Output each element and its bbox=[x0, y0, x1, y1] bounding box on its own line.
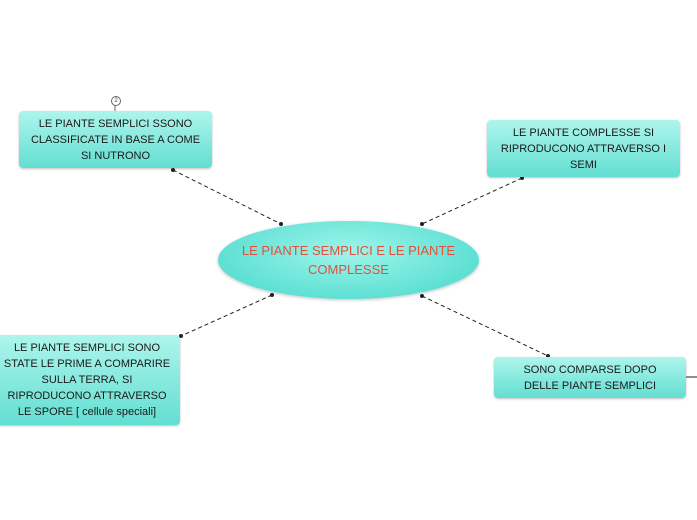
node-top-left[interactable]: LE PIANTE SEMPLICI SSONO CLASSIFICATE IN… bbox=[19, 111, 212, 168]
node-bottom-left-text: LE PIANTE SEMPLICI SONO STATE LE PRIME A… bbox=[3, 342, 171, 418]
node-bottom-right-text: SONO COMPARSE DOPO DELLE PIANTE SEMPLICI bbox=[523, 363, 657, 392]
connector-top-right bbox=[421, 177, 523, 225]
node-bottom-right[interactable]: SONO COMPARSE DOPO DELLE PIANTE SEMPLICI bbox=[494, 357, 686, 398]
connector-top-right-start-dot bbox=[520, 176, 524, 180]
node-bottom-left[interactable]: LE PIANTE SEMPLICI SONO STATE LE PRIME A… bbox=[0, 335, 180, 425]
central-topic[interactable]: LE PIANTE SEMPLICI E LE PIANTE COMPLESSE bbox=[218, 221, 479, 299]
connector-bottom-right bbox=[421, 295, 549, 357]
node-top-left-text: LE PIANTE SEMPLICI SSONO CLASSIFICATE IN… bbox=[30, 117, 201, 162]
connector-top-left bbox=[172, 169, 282, 225]
connector-top-left-start-dot bbox=[171, 168, 175, 172]
connector-bottom-left bbox=[180, 294, 273, 337]
connector-bottom-left-end-dot bbox=[179, 334, 183, 338]
connector-bottom-left-start-dot bbox=[270, 293, 274, 297]
numbered-circle-icon[interactable]: 2 bbox=[111, 96, 121, 106]
node-top-right-text: LE PIANTE COMPLESSE SI RIPRODUCONO ATTRA… bbox=[500, 126, 667, 171]
central-topic-text: LE PIANTE SEMPLICI E LE PIANTE COMPLESSE bbox=[241, 243, 456, 277]
connector-top-left-end-dot bbox=[279, 222, 283, 226]
node-top-right[interactable]: LE PIANTE COMPLESSE SI RIPRODUCONO ATTRA… bbox=[487, 120, 680, 177]
connector-bottom-right-start-dot bbox=[420, 294, 424, 298]
connector-top-right-end-dot bbox=[420, 222, 424, 226]
